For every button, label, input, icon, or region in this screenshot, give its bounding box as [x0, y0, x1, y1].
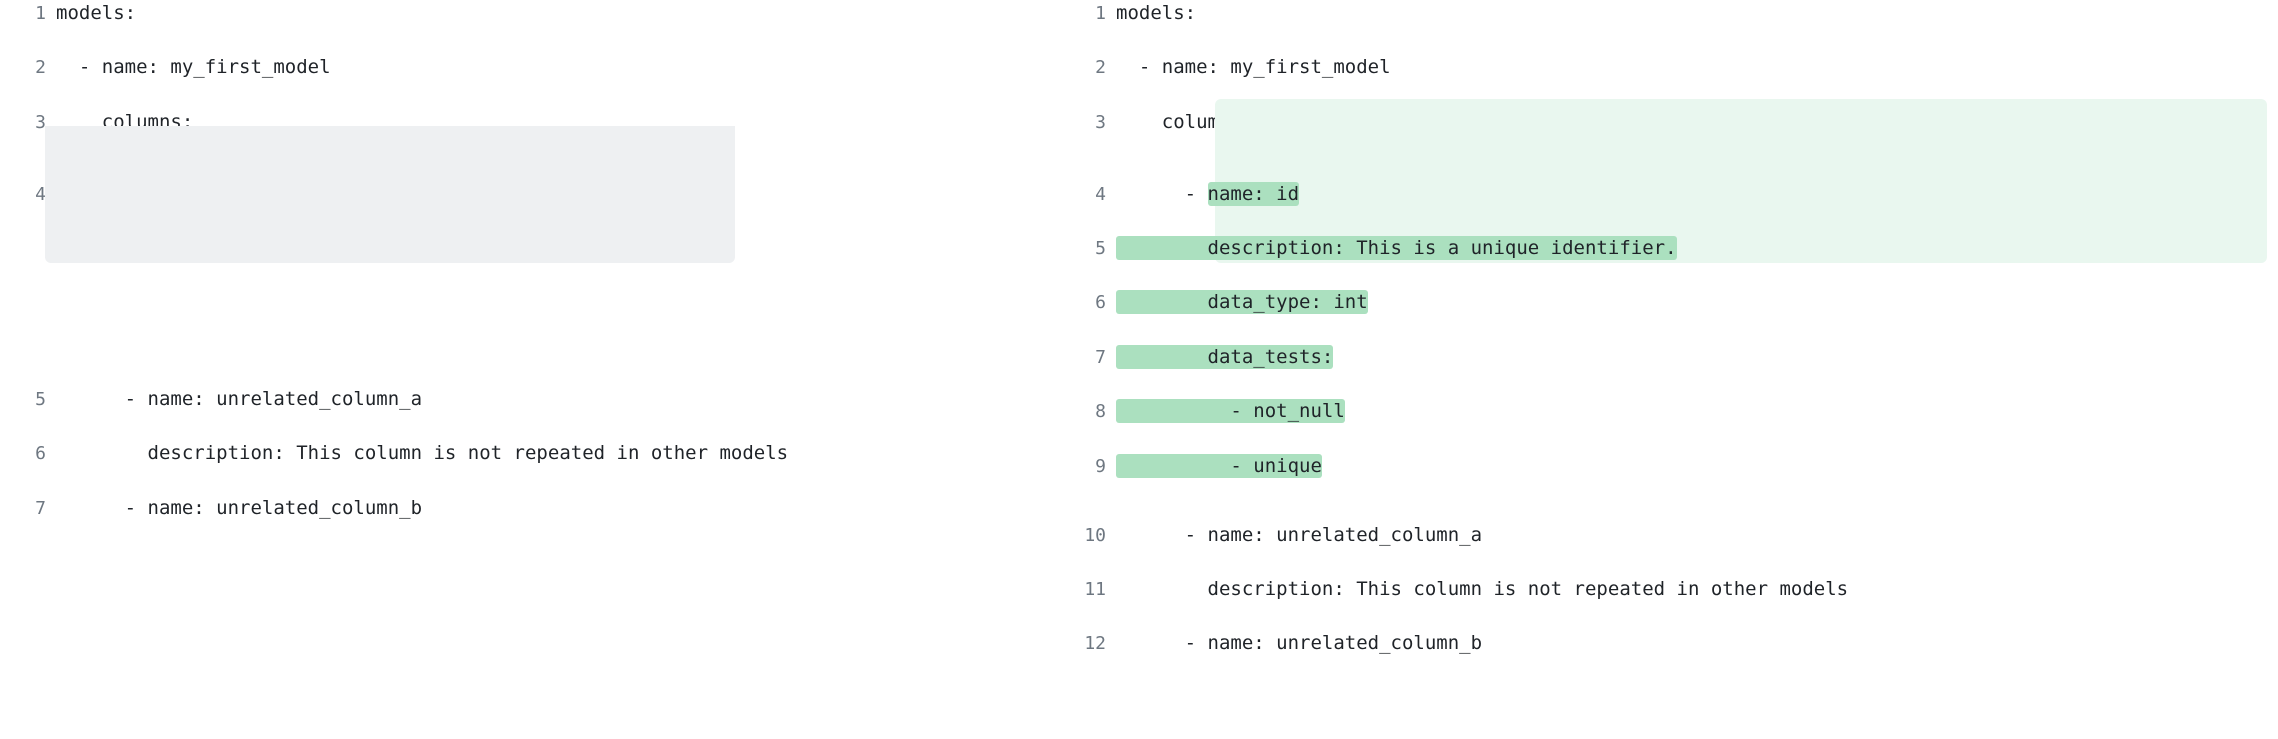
line-content: description: This is a unique identifier… — [1116, 235, 1677, 262]
line-number: 6 — [35, 443, 46, 465]
line-content: - not_null — [1116, 398, 1345, 425]
code-line-added[interactable]: 8 - not_null — [1060, 398, 2278, 425]
line-number: 5 — [35, 388, 46, 410]
added-token: name: id — [1207, 181, 1300, 206]
code-line-added[interactable]: 5 description: This is a unique identifi… — [1060, 235, 2278, 262]
code-line-added[interactable]: 9 - unique — [1060, 453, 2278, 480]
code-line[interactable]: 6 description: This column is not repeat… — [0, 440, 1060, 467]
line-number: 5 — [1095, 237, 1106, 259]
line-number: 4 — [35, 183, 46, 205]
line-content: - unique — [1116, 453, 1322, 480]
added-token: data_tests: — [1116, 344, 1334, 369]
line-content: - name: id — [1116, 181, 1300, 208]
line-number: 3 — [35, 111, 46, 133]
line-content: description: This column is not repeated… — [56, 442, 789, 465]
side-by-side-diff-viewer: 1 models: 2 - name: my_first_model 3 col… — [0, 0, 2278, 654]
line-number: 2 — [1095, 57, 1106, 79]
code-lines-new: 1 models: 2 - name: my_first_model 3 col… — [1060, 0, 2278, 654]
line-number: 2 — [35, 57, 46, 79]
code-line[interactable]: 10 - name: unrelated_column_a — [1060, 522, 2278, 549]
code-line[interactable]: 2 - name: my_first_model — [1060, 54, 2278, 81]
line-content: - name: my_first_model — [1116, 56, 1391, 79]
line-content: models: — [1116, 2, 1197, 24]
line-content: - name: unrelated_column_a — [1116, 523, 1483, 546]
code-line[interactable]: 5 - name: unrelated_column_a — [0, 386, 1060, 413]
code-line[interactable]: 2 - name: my_first_model — [0, 54, 1060, 81]
line-number: 1 — [35, 3, 46, 24]
code-lines-old: 1 models: 2 - name: my_first_model 3 col… — [0, 0, 1060, 519]
line-number: 8 — [1095, 401, 1106, 423]
line-number: 9 — [1095, 455, 1106, 477]
line-number: 4 — [1095, 183, 1106, 205]
line-number: 11 — [1084, 579, 1106, 601]
added-token: description: This is a unique identifier… — [1116, 235, 1677, 260]
line-content: data_tests: — [1116, 344, 1334, 371]
line-content: description: This column is not repeated… — [1116, 578, 1849, 601]
line-number: 7 — [1095, 346, 1106, 368]
code-line-added[interactable]: 4 - name: id — [1060, 181, 2278, 208]
diff-pane-old: 1 models: 2 - name: my_first_model 3 col… — [0, 0, 1060, 528]
added-token: - not_null — [1116, 399, 1345, 424]
line-content: - name: unrelated_column_a — [56, 387, 423, 410]
code-line[interactable]: 1 models: — [0, 0, 1060, 27]
line-content: models: — [56, 2, 137, 24]
code-line[interactable]: 12 - name: unrelated_column_b — [1060, 630, 2278, 657]
added-token: - unique — [1116, 453, 1322, 478]
line-number: 10 — [1084, 524, 1106, 546]
line-number: 7 — [35, 497, 46, 519]
line-prefix: - — [1116, 182, 1208, 205]
diff-pane-new: 1 models: 2 - name: my_first_model 3 col… — [1060, 0, 2278, 654]
line-content: - name: unrelated_column_b — [1116, 632, 1483, 655]
code-line-added[interactable]: 6 data_type: int — [1060, 289, 2278, 316]
added-token: data_type: int — [1116, 290, 1368, 315]
diff-placeholder-block — [45, 126, 735, 264]
added-block-highlight — [1215, 99, 2267, 263]
code-line[interactable]: 1 models: — [1060, 0, 2278, 27]
line-content: - name: my_first_model — [56, 56, 331, 79]
line-number: 1 — [1095, 3, 1106, 24]
line-number: 12 — [1084, 633, 1106, 655]
code-line[interactable]: 7 - name: unrelated_column_b — [0, 495, 1060, 522]
line-number: 3 — [1095, 111, 1106, 133]
code-line-added[interactable]: 7 data_tests: — [1060, 344, 2278, 371]
line-content: data_type: int — [1116, 289, 1368, 316]
code-line[interactable]: 11 description: This column is not repea… — [1060, 576, 2278, 603]
line-content: - name: unrelated_column_b — [56, 496, 423, 519]
line-number: 6 — [1095, 292, 1106, 314]
